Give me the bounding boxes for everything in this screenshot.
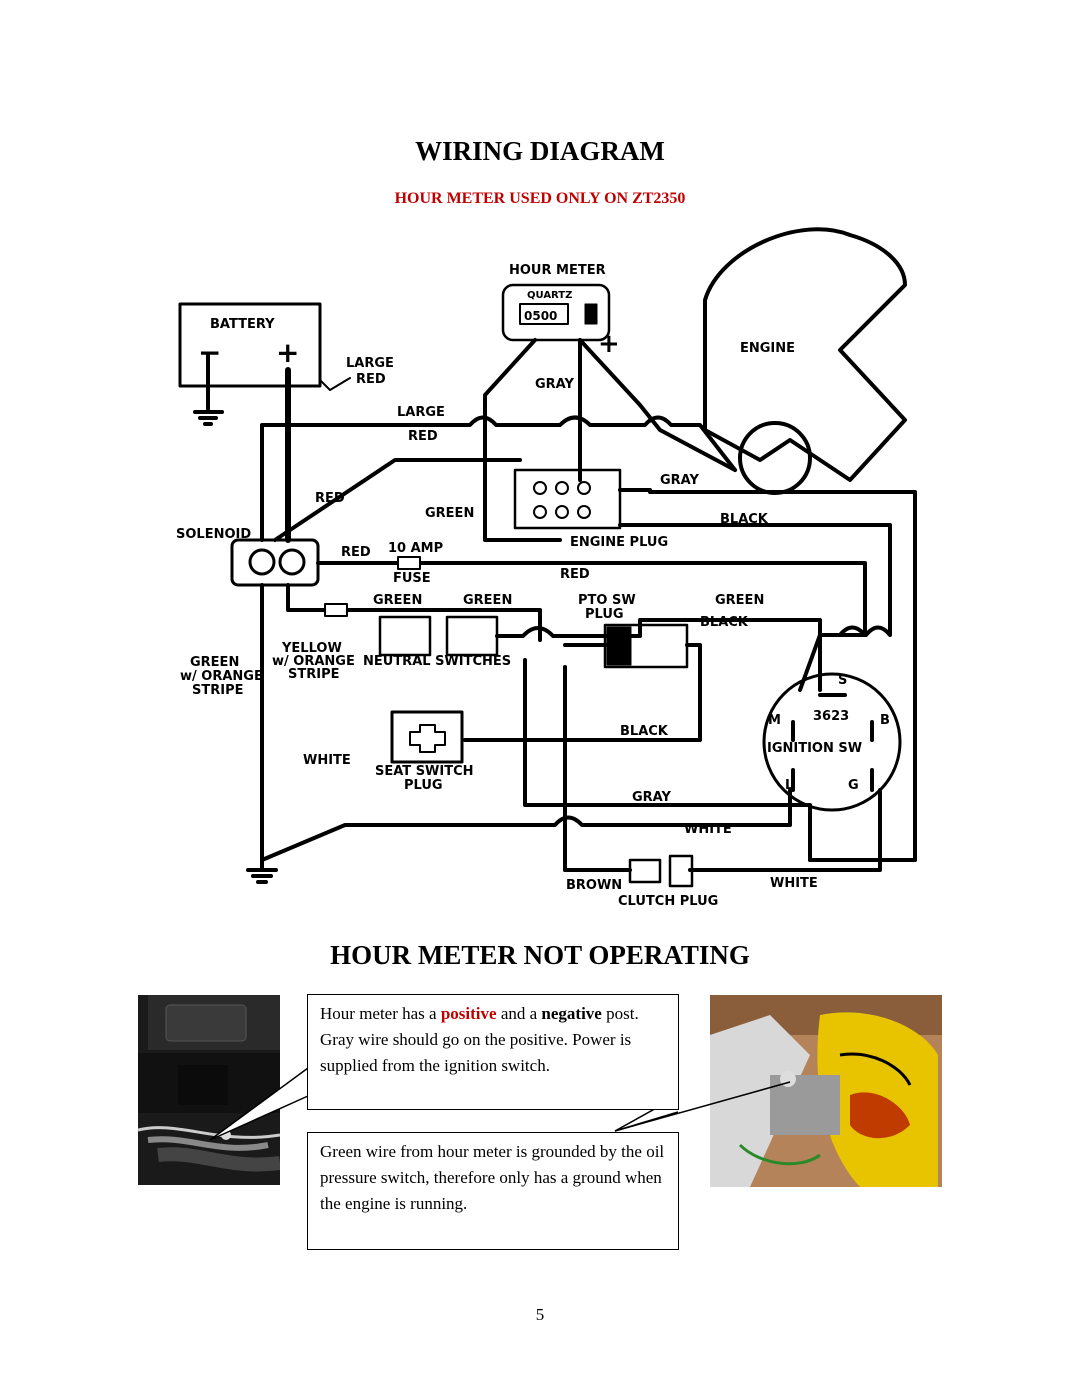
label-black-2: BLACK [700, 615, 749, 630]
hour-meter-box [501, 283, 611, 342]
label-pto-plug: PLUG [585, 607, 624, 622]
label-red-5: RED [560, 567, 590, 582]
label-green-4: GREEN [715, 593, 764, 608]
label-w-orange-2: w/ ORANGE [180, 669, 263, 684]
positive-word: positive [440, 1004, 497, 1023]
clutch-plug [628, 858, 662, 884]
callout-text-1: Hour meter has a [320, 1004, 441, 1023]
label-large-2: LARGE [397, 405, 445, 420]
label-stripe-2: STRIPE [192, 683, 244, 698]
label-term-b: B [880, 713, 890, 728]
battery-box [178, 302, 322, 388]
callout-text-2: and a [496, 1004, 542, 1023]
label-large-1: LARGE [346, 356, 394, 371]
label-term-g: G [848, 778, 859, 793]
ignition-switch [762, 672, 902, 812]
label-green-1: GREEN [425, 506, 474, 521]
label-green-2: GREEN [373, 593, 422, 608]
ground-callout-text: Green wire from hour meter is grounded b… [320, 1142, 665, 1213]
label-red-4: RED [341, 545, 371, 560]
label-gray-1: GRAY [535, 377, 574, 392]
label-engine: ENGINE [740, 341, 795, 356]
label-black-3: BLACK [620, 724, 669, 739]
label-fuse: FUSE [393, 571, 431, 586]
label-meter-reading: 0500 [524, 309, 557, 323]
engine-plug [513, 468, 622, 530]
ground-callout: Green wire from hour meter is grounded b… [307, 1132, 679, 1250]
callout-text-3: post. Gray wire should go on the positiv… [320, 1004, 639, 1075]
label-term-s: S [838, 673, 847, 688]
wiring-diagram: HOUR METER QUARTZ 0500 BATTERY − + + ENG… [176, 227, 917, 909]
label-pto-sw: PTO SW [578, 593, 636, 608]
label-10-amp: 10 AMP [388, 541, 443, 556]
label-battery-plus: + [276, 336, 299, 369]
label-black-1: BLACK [720, 512, 769, 527]
label-term-l: L [785, 778, 793, 793]
label-quartz: QUARTZ [527, 290, 572, 301]
label-w-orange-1: w/ ORANGE [272, 654, 355, 669]
label-red-1: RED [356, 372, 386, 387]
label-gray-2: GRAY [660, 473, 699, 488]
label-ignition-sw: IGNITION SW [767, 741, 862, 756]
hour-meter-photo [138, 995, 280, 1185]
label-white-1: WHITE [303, 753, 351, 768]
label-engine-plug: ENGINE PLUG [570, 535, 668, 550]
label-white-2: WHITE [684, 822, 732, 837]
neutral-switch-1 [378, 615, 432, 657]
page-title: WIRING DIAGRAM [415, 136, 665, 166]
page-number: 5 [535, 1305, 545, 1324]
positive-post-callout: Hour meter has a positive and a negative… [307, 994, 679, 1110]
engine-outline [703, 227, 907, 482]
label-solenoid: SOLENOID [176, 527, 251, 542]
label-stripe-1: STRIPE [288, 667, 340, 682]
seat-switch-plug [390, 710, 464, 764]
label-green-3: GREEN [463, 593, 512, 608]
fuse [397, 556, 421, 570]
label-battery: BATTERY [210, 317, 275, 332]
engine-pulley [738, 421, 812, 495]
label-meter-plus: + [598, 329, 620, 359]
section-title: HOUR METER NOT OPERATING [330, 940, 750, 970]
label-neutral-switches: NEUTRAL SWITCHES [363, 654, 511, 669]
label-seat-plug: PLUG [404, 778, 443, 793]
label-white-3: WHITE [770, 876, 818, 891]
oil-pressure-switch-photo [710, 995, 942, 1187]
label-brown: BROWN [566, 878, 622, 893]
label-term-m: M [768, 713, 781, 728]
label-seat-switch: SEAT SWITCH [375, 764, 474, 779]
label-hour-meter: HOUR METER [509, 263, 606, 278]
label-clutch-plug: CLUTCH PLUG [618, 894, 718, 909]
label-red-2: RED [408, 429, 438, 444]
label-green-5: GREEN [190, 655, 239, 670]
negative-word: negative [541, 1004, 602, 1023]
neutral-switch-2 [445, 615, 499, 657]
label-red-3: RED [315, 491, 345, 506]
label-yellow: YELLOW [281, 641, 342, 656]
label-part-no: 3623 [813, 709, 849, 724]
label-battery-minus: − [198, 336, 221, 369]
page-subtitle: HOUR METER USED ONLY ON ZT2350 [394, 190, 686, 207]
label-gray-3: GRAY [632, 790, 671, 805]
